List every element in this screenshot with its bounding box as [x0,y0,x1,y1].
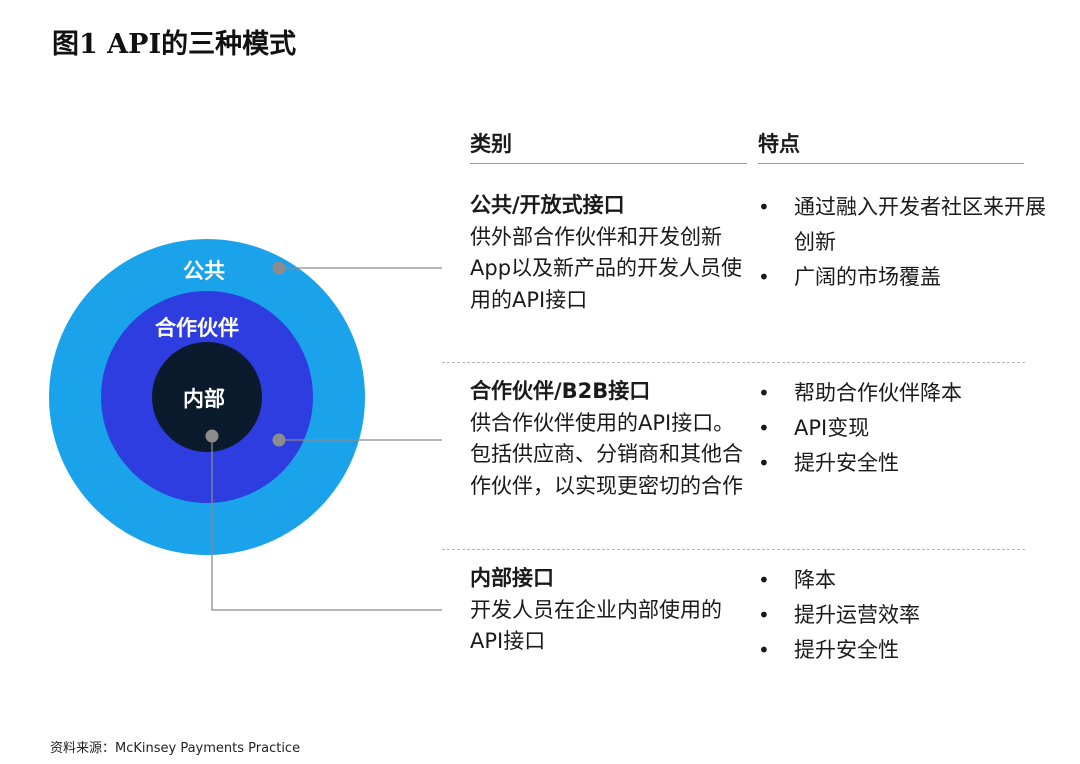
dot-internal [205,429,219,443]
feature-text: 广阔的市场覆盖 [794,265,941,289]
feature-text: 降本 [794,568,836,592]
feature-text: 提升运营效率 [794,603,920,627]
row-divider [442,362,1025,363]
category-description: 供外部合作伙伴和开发创新App以及新产品的开发人员使用的API接口 [470,224,743,312]
header-category: 类别 [470,132,512,156]
category-cell: 内部接口 开发人员在企业内部使用的API接口 [470,563,745,658]
feature-text: 提升安全性 [794,638,899,662]
header-rule-category [470,163,747,164]
header-rule-features [758,163,1024,164]
dot-partner [272,433,286,447]
feature-text: 提升安全性 [794,451,899,475]
feature-item: 提升安全性 [758,446,1048,481]
category-title: 内部接口 [470,566,554,590]
category-title: 合作伙伴/B2B接口 [470,379,651,403]
category-description: 供合作伙伴使用的API接口。包括供应商、分销商和其他合作伙伴，以实现更密切的合作 [470,410,743,498]
feature-item: 降本 [758,563,1048,598]
feature-text: 帮助合作伙伴降本 [794,381,962,405]
feature-item: 通过融入开发者社区来开展创新 [758,190,1048,260]
row-divider [442,549,1025,550]
feature-item: API变现 [758,411,1048,446]
header-features: 特点 [758,132,800,156]
feature-item: 提升安全性 [758,633,1048,668]
category-description: 开发人员在企业内部使用的API接口 [470,597,722,654]
feature-list: 帮助合作伙伴降本 API变现 提升安全性 [758,376,1048,481]
feature-text: API变现 [794,416,870,440]
category-cell: 公共/开放式接口 供外部合作伙伴和开发创新App以及新产品的开发人员使用的API… [470,190,745,316]
feature-item: 帮助合作伙伴降本 [758,376,1048,411]
category-cell: 合作伙伴/B2B接口 供合作伙伴使用的API接口。包括供应商、分销商和其他合作伙… [470,376,745,502]
category-title: 公共/开放式接口 [470,193,625,217]
feature-item: 广阔的市场覆盖 [758,260,1048,295]
dot-public [272,261,286,275]
ring-label-partner: 合作伙伴 [155,316,239,340]
figure-title: 图1 API的三种模式 [52,29,297,60]
source-note: 资料来源：McKinsey Payments Practice [50,741,301,756]
feature-list: 降本 提升运营效率 提升安全性 [758,563,1048,668]
feature-text: 通过融入开发者社区来开展创新 [794,195,1046,254]
feature-item: 提升运营效率 [758,598,1048,633]
feature-list: 通过融入开发者社区来开展创新 广阔的市场覆盖 [758,190,1048,295]
ring-internal [152,342,262,452]
ring-label-public: 公共 [183,259,225,283]
connector-internal [211,436,442,611]
ring-label-internal: 内部 [183,387,225,411]
